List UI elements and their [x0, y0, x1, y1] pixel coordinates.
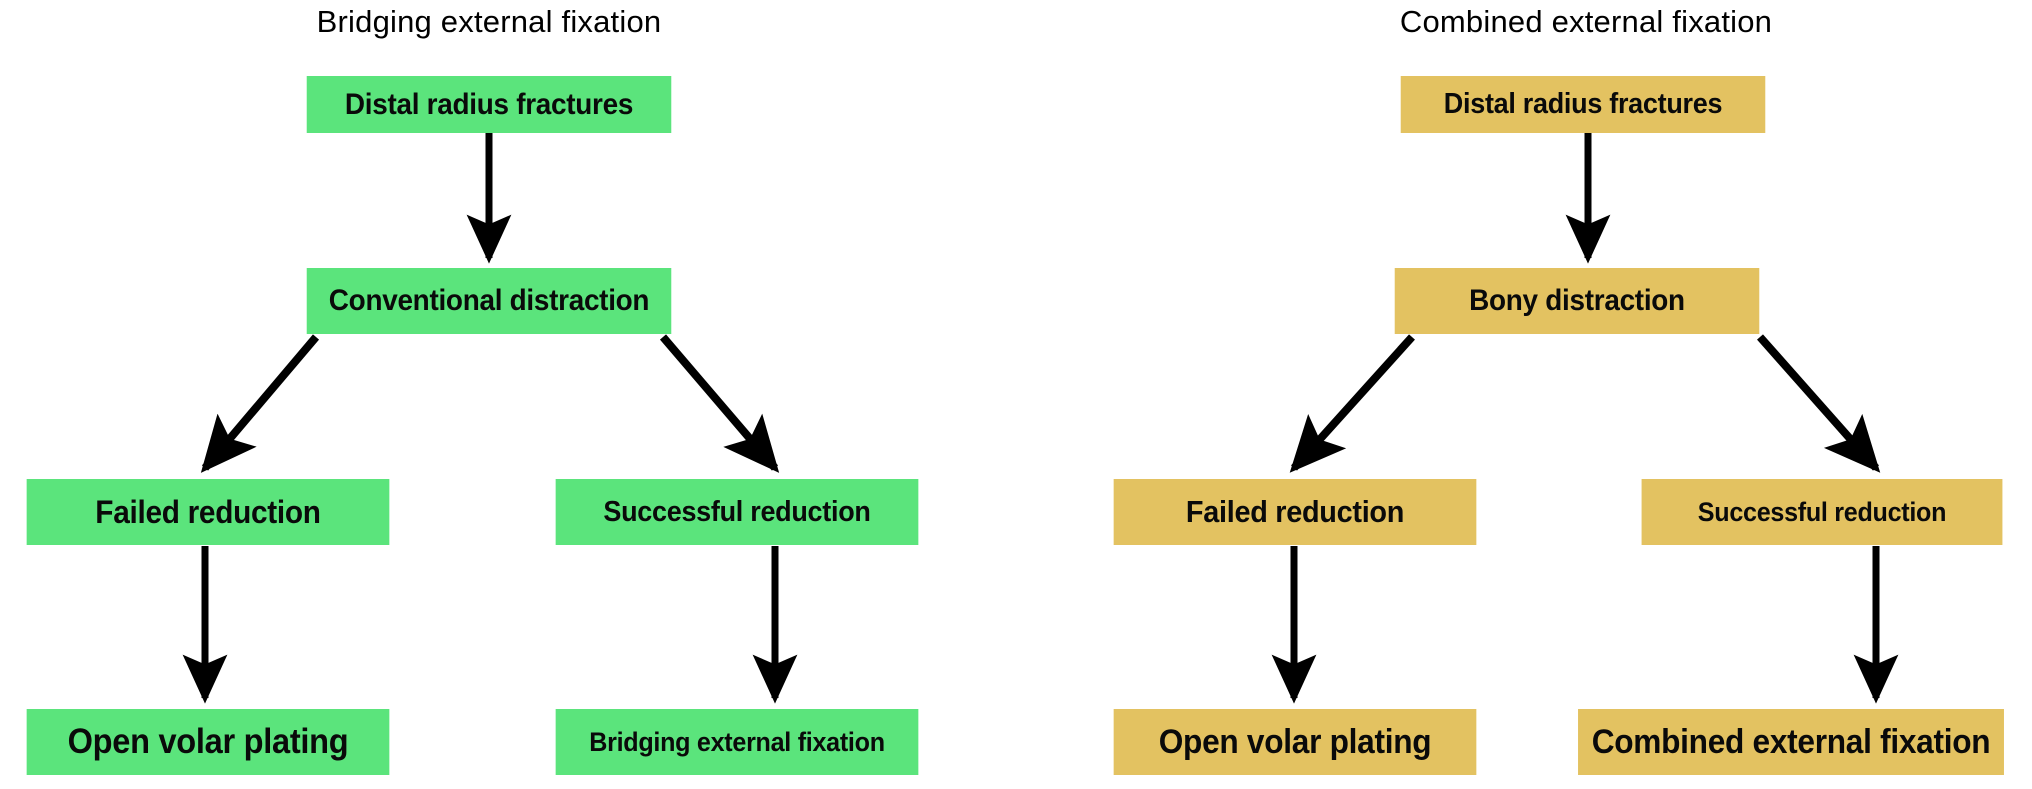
edge-distraction-to-success-right	[1757, 334, 1881, 473]
node-combined-successful-reduction[interactable]: Successful reduction	[1641, 479, 2003, 545]
node-combined-root[interactable]: Distal radius fractures	[1400, 76, 1766, 133]
edge-distraction-to-failed-right	[1289, 334, 1415, 473]
node-combined-external-fixation[interactable]: Combined external fixation	[1578, 709, 2004, 775]
node-combined-distraction[interactable]: Bony distraction	[1394, 268, 1760, 334]
panel-title-combined: Combined external fixation	[1399, 4, 1773, 39]
node-bridging-failed-reduction[interactable]: Failed reduction	[26, 479, 390, 545]
node-combined-open-volar-plating[interactable]: Open volar plating	[1113, 709, 1477, 775]
node-combined-failed-reduction[interactable]: Failed reduction	[1113, 479, 1477, 545]
node-bridging-successful-reduction[interactable]: Successful reduction	[555, 479, 919, 545]
node-bridging-open-volar-plating[interactable]: Open volar plating	[26, 709, 390, 775]
panel-title-bridging: Bridging external fixation	[316, 4, 662, 39]
edge-distraction-to-success-left	[659, 334, 780, 473]
node-bridging-root[interactable]: Distal radius fractures	[306, 76, 672, 133]
edge-distraction-to-failed-left	[200, 334, 320, 473]
node-bridging-external-fixation[interactable]: Bridging external fixation	[555, 709, 919, 775]
node-bridging-distraction[interactable]: Conventional distraction	[306, 268, 672, 334]
